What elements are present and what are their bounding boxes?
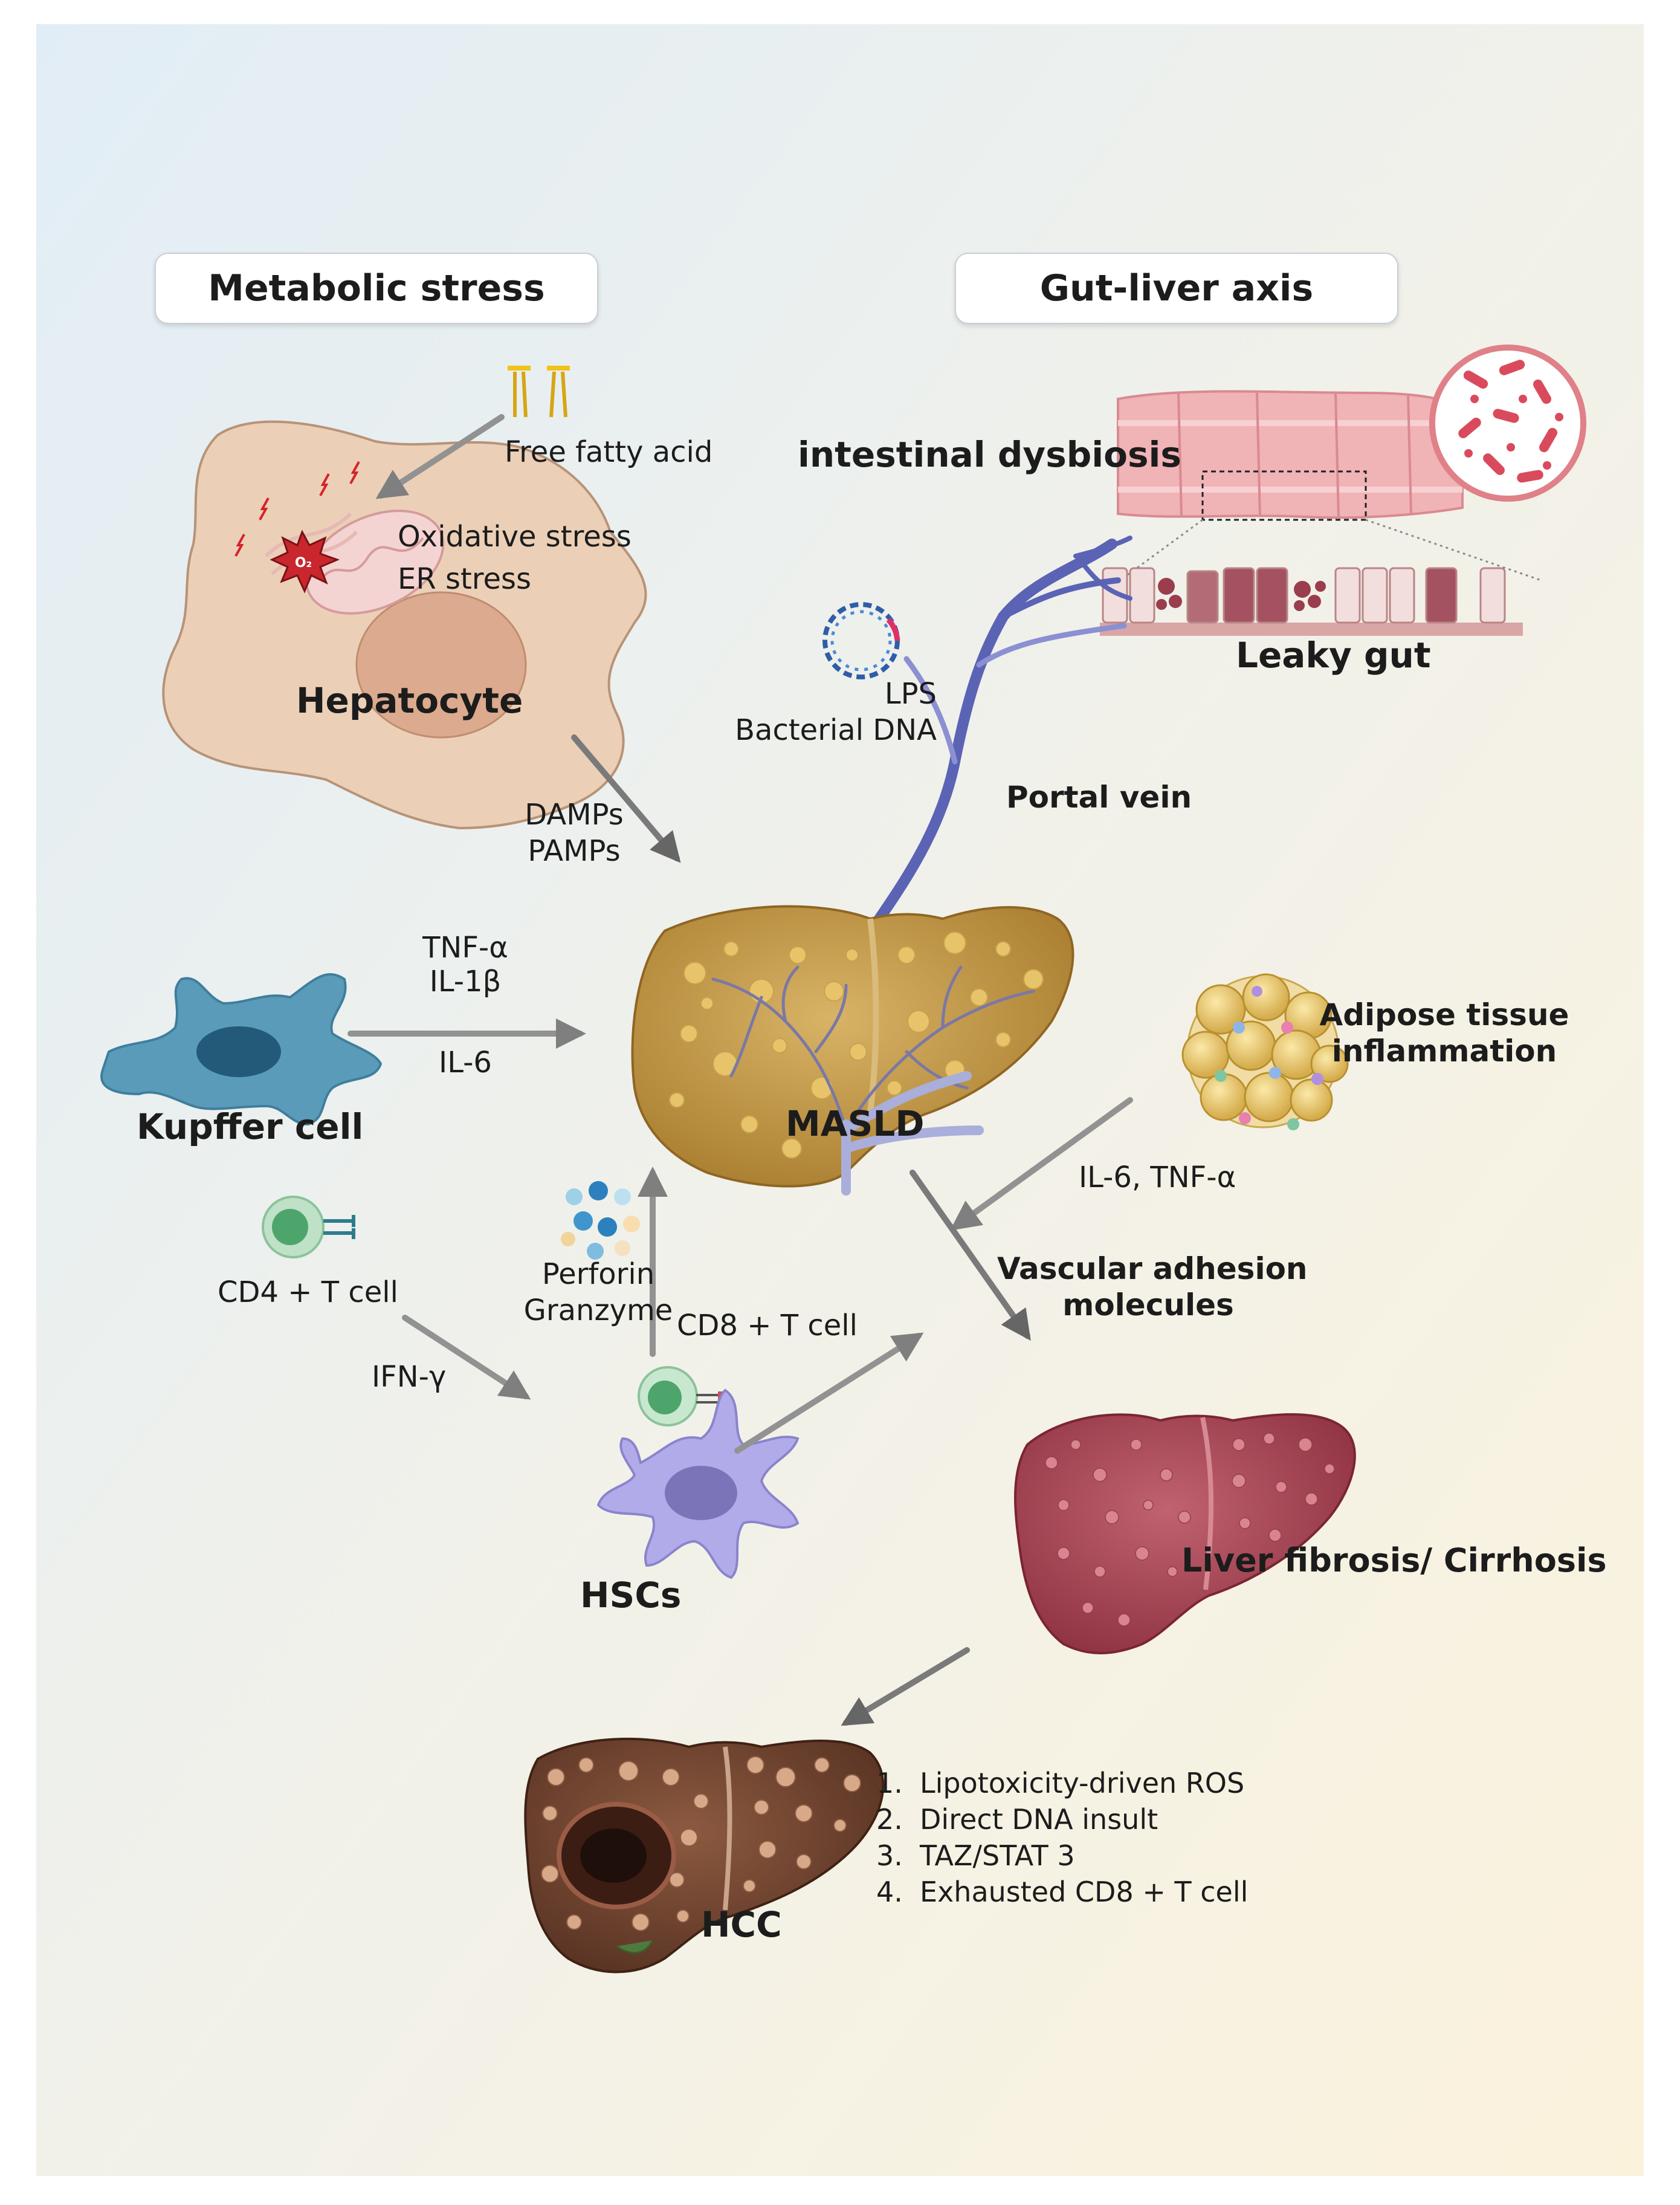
- cd8-t-cell-icon: [638, 1366, 726, 1426]
- hepatocyte-label: Hepatocyte: [296, 680, 523, 721]
- oxidative-stress-label: Oxidative stress: [398, 520, 632, 554]
- list-item: 1.Lipotoxicity-driven ROS: [876, 1767, 1245, 1799]
- arrow-hepatocyte-to-masld: [571, 734, 681, 863]
- arrow-adipose-to-vascular: [949, 1097, 1133, 1231]
- gut-liver-axis-header: Gut-liver axis: [955, 253, 1398, 324]
- ifn-gamma-label: IFN-γ: [372, 1360, 447, 1394]
- damps-label: DAMPs: [525, 798, 624, 832]
- diagram-art: O₂: [36, 24, 1644, 2176]
- tnf-alpha-label: TNF-α: [422, 931, 508, 965]
- arrow-ffa-to-hepatocyte: [375, 414, 505, 499]
- arrow-masld-to-fibrosis: [909, 1170, 1031, 1341]
- leaky-gut-label: Leaky gut: [1236, 635, 1431, 676]
- list-item: 2.Direct DNA insult: [876, 1803, 1158, 1836]
- masld-label: MASLD: [786, 1103, 925, 1144]
- hcc-mechanism-list: 1.Lipotoxicity-driven ROS 2.Direct DNA i…: [876, 1765, 1248, 1910]
- diagram-panel: O₂: [36, 24, 1644, 2176]
- arrow-cd4-to-hsc: [402, 1315, 531, 1400]
- intestinal-dysbiosis-label: intestinal dysbiosis: [798, 434, 1181, 475]
- cd4-t-cell-label: CD4 + T cell: [218, 1275, 398, 1309]
- arrow-fibrosis-to-hcc: [841, 1647, 970, 1726]
- kupffer-cell-label: Kupffer cell: [137, 1106, 364, 1147]
- arrow-hsc-to-vascular: [734, 1332, 924, 1454]
- fibrotic-liver: [1014, 1413, 1356, 1654]
- bacterial-dna-label: Bacterial DNA: [735, 713, 937, 747]
- granzyme-label: Granzyme: [523, 1294, 673, 1327]
- hscs-label: HSCs: [580, 1575, 682, 1616]
- liver-fibrosis-label: Liver fibrosis/ Cirrhosis: [1181, 1541, 1607, 1579]
- hepatocyte-cell: O₂: [162, 420, 647, 830]
- arrows: [347, 414, 1133, 1726]
- leaky-gut-epithelium-icon: [1100, 567, 1523, 636]
- metabolic-stress-header: Metabolic stress: [155, 253, 598, 324]
- o2-label: O₂: [295, 555, 312, 571]
- hcc-liver: [524, 1737, 885, 1973]
- perforin-granzyme-icon: [561, 1181, 640, 1260]
- hcc-label: HCC: [701, 1904, 782, 1945]
- list-item: 3.TAZ/STAT 3: [876, 1839, 1075, 1872]
- free-fatty-acid-label: Free fatty acid: [505, 435, 713, 469]
- vascular-adhesion-label-line1: Vascular adhesion: [997, 1251, 1308, 1286]
- adipose-label-line2: inflammation: [1331, 1034, 1557, 1069]
- pamps-label: PAMPs: [528, 834, 621, 868]
- lps-label: LPS: [884, 677, 937, 711]
- il6-tnf-label: IL-6, TNF-α: [1079, 1161, 1236, 1194]
- intestine-icon: [1111, 345, 1586, 588]
- hsc-icon: [596, 1388, 800, 1579]
- list-item: 4.Exhausted CD8 + T cell: [876, 1876, 1249, 1908]
- il-1beta-label: IL-1β: [429, 965, 502, 999]
- adipose-tissue-icon: [1181, 973, 1349, 1130]
- adipose-label-line1: Adipose tissue: [1319, 997, 1569, 1032]
- cd8-t-cell-label: CD8 + T cell: [677, 1309, 858, 1342]
- portal-vein-label: Portal vein: [1006, 780, 1192, 815]
- perforin-label: Perforin: [541, 1257, 655, 1291]
- er-stress-label: ER stress: [398, 562, 531, 596]
- cd4-t-cell-icon: [262, 1196, 355, 1258]
- bacterial-dna-icon: [822, 602, 900, 679]
- portal-vein-icon: [874, 536, 1132, 924]
- kupffer-cell-icon: [100, 973, 383, 1126]
- fatty-acid-icon: [508, 366, 570, 418]
- masld-liver: [631, 905, 1074, 1196]
- vascular-adhesion-label-line2: molecules: [1062, 1287, 1234, 1323]
- il-6-label: IL-6: [439, 1046, 492, 1080]
